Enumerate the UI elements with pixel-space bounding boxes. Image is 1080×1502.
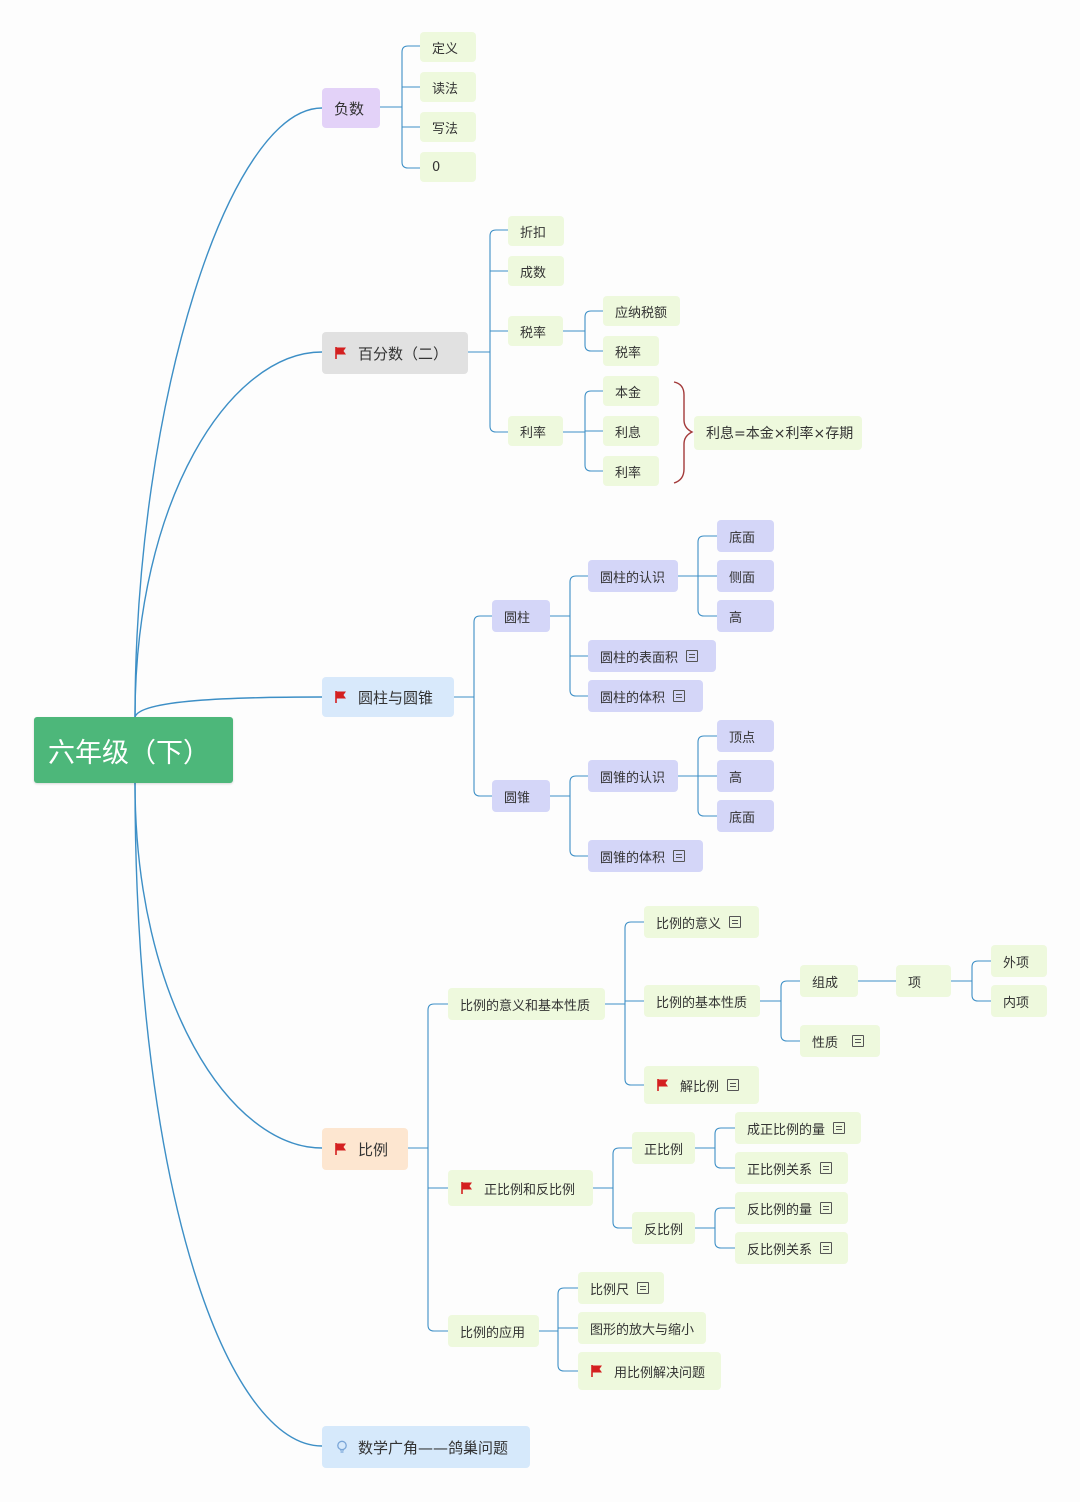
subtopic-scale[interactable]: 比例尺 bbox=[578, 1272, 664, 1304]
subtopic-interest-rate[interactable]: 利率 bbox=[508, 416, 563, 446]
subtopic-direct-proportion[interactable]: 正比例 bbox=[632, 1132, 695, 1164]
flag-icon bbox=[461, 1182, 472, 1194]
subtopic-solve-with-ratio[interactable]: 用比例解决问题 bbox=[578, 1352, 721, 1390]
subtopic-direct-relation[interactable]: 正比例关系 bbox=[735, 1152, 848, 1184]
flag-icon bbox=[335, 691, 346, 703]
subtopic-inverse-relation[interactable]: 反比例关系 bbox=[735, 1232, 848, 1264]
note-icon[interactable] bbox=[820, 1242, 833, 1254]
subtopic-composition[interactable]: 组成 bbox=[800, 965, 858, 997]
note-icon[interactable] bbox=[820, 1202, 833, 1214]
subtopic-direct-quantities[interactable]: 成正比例的量 bbox=[735, 1112, 861, 1144]
subtopic-cone-recognition[interactable]: 圆锥的认识 bbox=[588, 760, 678, 792]
subtopic-cylinder-volume[interactable]: 圆柱的体积 bbox=[588, 680, 703, 712]
subtopic-cylinder-surface-area[interactable]: 圆柱的表面积 bbox=[588, 640, 716, 672]
subtopic-interest-rate-child[interactable]: 利率 bbox=[603, 456, 659, 486]
flag-icon bbox=[657, 1079, 668, 1091]
subtopic-inner-terms[interactable]: 内项 bbox=[991, 985, 1047, 1017]
flag-icon bbox=[335, 1143, 346, 1155]
topic-percentage-two[interactable]: 百分数（二） bbox=[322, 332, 468, 374]
subtopic-cylinder[interactable]: 圆柱 bbox=[492, 600, 550, 632]
topic-pigeonhole[interactable]: 数学广角——鸽巢问题 bbox=[322, 1426, 530, 1468]
subtopic-definition[interactable]: 定义 bbox=[420, 32, 476, 62]
note-icon[interactable] bbox=[637, 1282, 650, 1294]
subtopic-inverse-quantities[interactable]: 反比例的量 bbox=[735, 1192, 848, 1224]
subtopic-discount[interactable]: 折扣 bbox=[508, 216, 564, 246]
flag-icon bbox=[335, 347, 346, 359]
subtopic-property[interactable]: 性质 bbox=[800, 1025, 880, 1057]
subtopic-cone-vertex[interactable]: 顶点 bbox=[717, 720, 774, 752]
subtopic-solve-proportion[interactable]: 解比例 bbox=[644, 1066, 759, 1104]
note-icon[interactable] bbox=[729, 916, 742, 928]
subtopic-cylinder-recognition[interactable]: 圆柱的认识 bbox=[588, 560, 678, 592]
subtopic-cylinder-side[interactable]: 侧面 bbox=[717, 560, 774, 592]
subtopic-principal[interactable]: 本金 bbox=[603, 376, 659, 406]
note-icon[interactable] bbox=[727, 1079, 740, 1091]
subtopic-outer-terms[interactable]: 外项 bbox=[991, 945, 1047, 977]
subtopic-cylinder-base[interactable]: 底面 bbox=[717, 520, 774, 552]
subtopic-tax-rate-child[interactable]: 税率 bbox=[603, 336, 659, 366]
note-icon[interactable] bbox=[673, 690, 686, 702]
subtopic-zero[interactable]: 0 bbox=[420, 152, 476, 182]
subtopic-inverse-proportion[interactable]: 反比例 bbox=[632, 1212, 695, 1244]
topic-negative-numbers[interactable]: 负数 bbox=[322, 88, 380, 128]
topic-cylinder-cone[interactable]: 圆柱与圆锥 bbox=[322, 677, 454, 717]
lightbulb-icon bbox=[337, 1440, 347, 1453]
subtopic-ratio-meaning-and-properties[interactable]: 比例的意义和基本性质 bbox=[448, 988, 605, 1020]
subtopic-tax-payable[interactable]: 应纳税额 bbox=[603, 296, 680, 326]
subtopic-term[interactable]: 项 bbox=[896, 965, 951, 997]
note-icon[interactable] bbox=[820, 1162, 833, 1174]
note-icon[interactable] bbox=[833, 1122, 846, 1134]
flag-icon bbox=[591, 1365, 602, 1377]
subtopic-ratio-basic-property[interactable]: 比例的基本性质 bbox=[644, 985, 760, 1017]
subtopic-ratio-application[interactable]: 比例的应用 bbox=[448, 1315, 539, 1347]
note-icon[interactable] bbox=[852, 1035, 865, 1047]
subtopic-cone[interactable]: 圆锥 bbox=[492, 780, 550, 812]
subtopic-cone-base[interactable]: 底面 bbox=[717, 800, 774, 832]
subtopic-writing[interactable]: 写法 bbox=[420, 112, 476, 142]
subtopic-direct-and-inverse[interactable]: 正比例和反比例 bbox=[448, 1170, 593, 1206]
subtopic-enlarge-shrink[interactable]: 图形的放大与缩小 bbox=[578, 1312, 706, 1344]
subtopic-cone-height[interactable]: 高 bbox=[717, 760, 774, 792]
subtopic-reading[interactable]: 读法 bbox=[420, 72, 476, 102]
subtopic-cylinder-height[interactable]: 高 bbox=[717, 600, 774, 632]
topic-ratio[interactable]: 比例 bbox=[322, 1128, 408, 1170]
note-icon[interactable] bbox=[686, 650, 699, 662]
note-icon[interactable] bbox=[673, 850, 686, 862]
subtopic-interest[interactable]: 利息 bbox=[603, 416, 659, 446]
subtopic-tax-rate[interactable]: 税率 bbox=[508, 316, 563, 346]
subtopic-ratio-meaning[interactable]: 比例的意义 bbox=[644, 906, 759, 938]
summary-brace bbox=[673, 381, 694, 484]
subtopic-cone-volume[interactable]: 圆锥的体积 bbox=[588, 840, 703, 872]
interest-formula[interactable]: 利息=本金×利率×存期 bbox=[694, 416, 862, 450]
root-topic[interactable]: 六年级（下） bbox=[34, 717, 233, 783]
subtopic-chengshu[interactable]: 成数 bbox=[508, 256, 564, 286]
